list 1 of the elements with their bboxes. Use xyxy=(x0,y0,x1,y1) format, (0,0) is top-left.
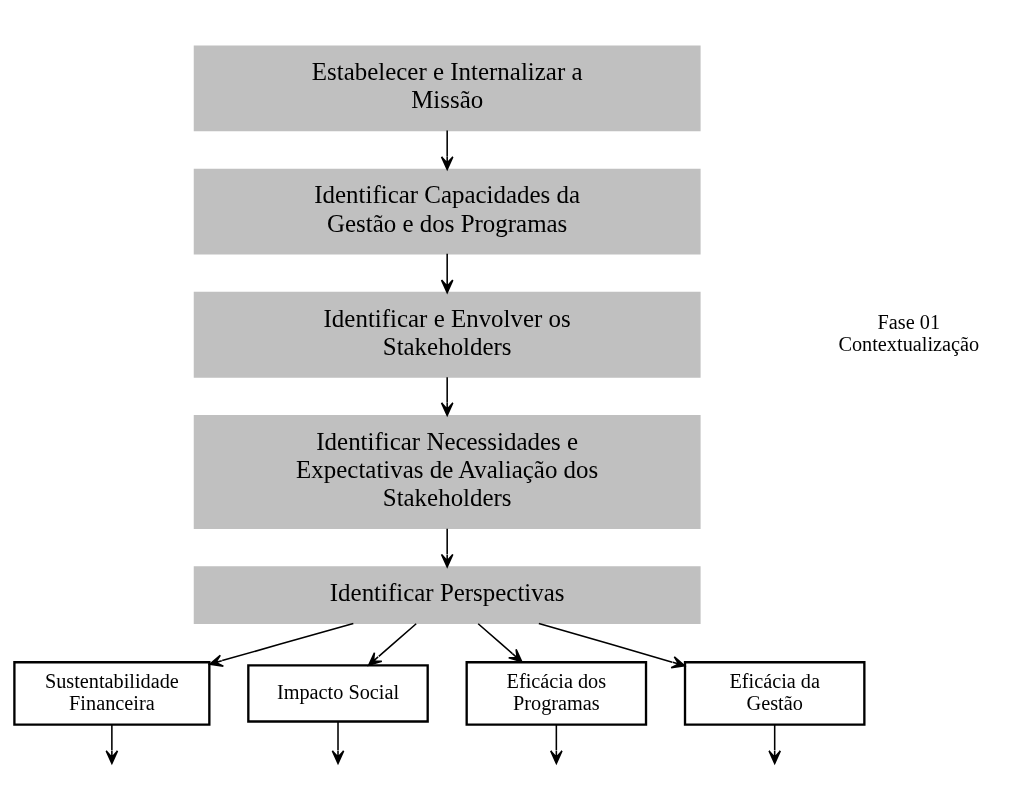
label: Fase 01 Contextualização xyxy=(838,310,980,355)
